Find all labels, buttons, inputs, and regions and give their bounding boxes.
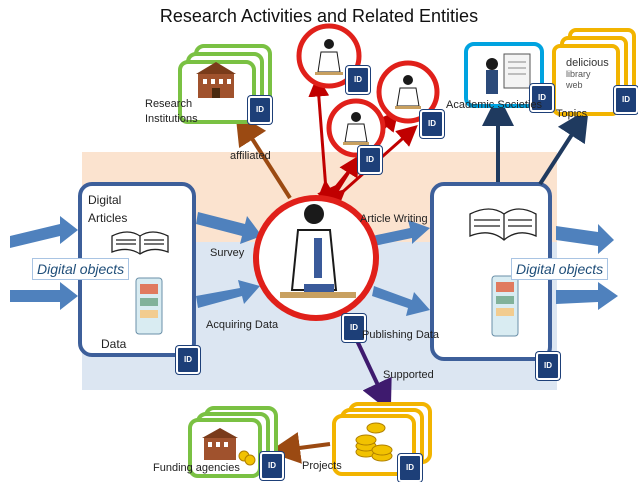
topics-label: Topics [556, 108, 588, 120]
id-tag-academic: ID [530, 84, 554, 112]
scientist-icon-small-3 [395, 75, 421, 109]
data-label: Data [101, 337, 127, 351]
output-arrow-top [556, 224, 614, 254]
data-bottle-icon [135, 277, 163, 335]
output-arrow-bottom [556, 282, 618, 310]
tag-word-3: web [566, 80, 583, 90]
id-tag-projects: ID [398, 454, 422, 482]
diagram-title: Research Activities and Related Entities [159, 6, 479, 26]
id-tag-scientist-1: ID [346, 66, 370, 94]
id-tag-scientist-3: ID [420, 110, 444, 138]
funding-building-icon [202, 428, 256, 466]
article-writing-label: Article Writing [360, 213, 428, 225]
digital-objects-left: Digital objects [32, 258, 130, 280]
coins-icon [355, 422, 393, 462]
survey-label: Survey [210, 247, 245, 259]
acquiring-arrow [196, 280, 260, 308]
supported-label: Supported [383, 369, 434, 381]
scientist-icon-small-1 [315, 39, 343, 75]
academic-societies-label: Academic Societies [446, 99, 542, 111]
book-icon [111, 231, 169, 255]
article-writing-arrow [372, 220, 430, 246]
acquiring-data-label: Acquiring Data [206, 319, 279, 331]
id-tag-topics: ID [614, 86, 638, 114]
input-arrow-bottom [10, 282, 78, 310]
tag-word-1: delicious [566, 57, 609, 69]
survey-arrow [196, 212, 262, 244]
id-tag-articles: ID [176, 346, 200, 374]
id-tag-publishing: ID [536, 352, 560, 380]
book-icon-right [469, 208, 537, 241]
input-arrow-top [10, 216, 78, 248]
id-tag-center: ID [342, 314, 366, 342]
tag-cloud: delicious library web [566, 58, 614, 91]
scientist-icon-small-2 [343, 112, 369, 145]
publishing-data-label: Publishing Data [362, 329, 440, 341]
id-tag-scientist-2: ID [358, 146, 382, 174]
digital-objects-right: Digital objects [511, 258, 609, 280]
digital-articles-label-line1: Digital [88, 193, 122, 207]
publishing-arrow [372, 286, 430, 316]
id-tag-funding: ID [260, 452, 284, 480]
digital-articles-label-line2: Articles [88, 211, 128, 225]
affiliated-label: affiliated [230, 150, 271, 162]
scientist-icon [280, 204, 356, 298]
projects-label: Projects [302, 460, 342, 472]
building-icon [196, 62, 236, 98]
research-institutions-label-line2: Institutions [145, 113, 198, 125]
id-tag-research: ID [248, 96, 272, 124]
funding-agencies-label: Funding agencies [153, 462, 240, 474]
tag-word-2: library [566, 69, 591, 79]
data-bottle-icon-right [491, 275, 519, 337]
presenter-icon [486, 53, 531, 94]
research-institutions-label-line1: Research [145, 98, 193, 110]
